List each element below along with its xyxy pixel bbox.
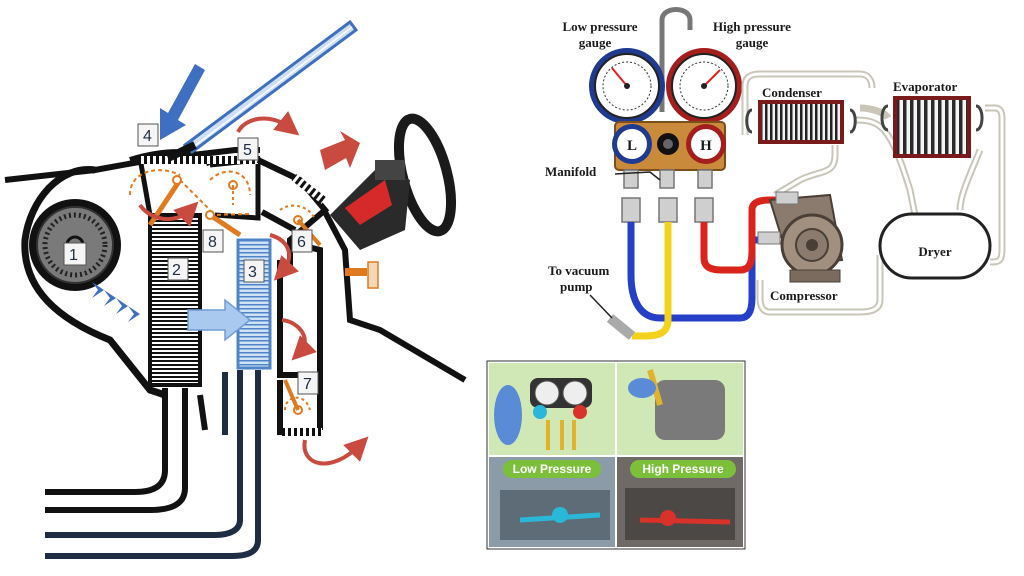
vent-grille-defrost xyxy=(291,174,327,204)
windshield-highlight xyxy=(191,26,353,149)
low-gauge-label-line2: gauge xyxy=(579,35,612,50)
airflow-chevrons xyxy=(92,282,140,322)
evaporator-label: Evaporator xyxy=(893,79,958,94)
defrost-arrow xyxy=(320,131,360,170)
low-knob-letter: L xyxy=(627,138,637,154)
fresh-air-arrow xyxy=(160,64,205,140)
high-side-hose xyxy=(700,196,778,274)
yellow-hose xyxy=(632,222,672,340)
evaporator-core xyxy=(236,238,272,370)
num-box-1 xyxy=(63,242,87,266)
num-5: 5 xyxy=(243,142,252,159)
num-box-2 xyxy=(167,257,189,281)
num-box-3 xyxy=(243,259,265,283)
column-hub xyxy=(375,160,405,180)
low-side-hose xyxy=(627,222,765,322)
blower-housing-outline xyxy=(21,166,167,399)
photo-panel: Low Pressure High Pressure xyxy=(486,360,746,550)
column-cover-red xyxy=(345,180,392,225)
num-1: 1 xyxy=(69,247,78,264)
duct-wall-a xyxy=(137,157,153,216)
num-7: 7 xyxy=(303,376,312,393)
windshield xyxy=(182,19,359,154)
dash-outline-lower xyxy=(322,210,467,383)
num-box-8 xyxy=(202,229,224,253)
vacuum-leader xyxy=(589,294,613,319)
high-gauge-label-line1: High pressure xyxy=(713,19,791,34)
cowl xyxy=(166,141,197,162)
vacuum-label-line1: To vacuum xyxy=(548,263,609,278)
stalk-knob xyxy=(367,261,379,289)
vacuum-fitting xyxy=(606,314,636,340)
num-box-7 xyxy=(297,371,319,395)
ac-lines xyxy=(45,370,261,559)
condenser-label: Condenser xyxy=(762,85,822,100)
airflow-arrow-blue xyxy=(187,298,252,342)
refrigerant-lines-highlight xyxy=(743,72,1004,314)
num-3: 3 xyxy=(248,264,257,281)
num-8: 8 xyxy=(208,234,217,251)
duct-wall-d xyxy=(260,209,297,233)
num-2: 2 xyxy=(172,262,181,279)
heater-hoses xyxy=(45,388,208,513)
num-box-6 xyxy=(291,229,313,253)
evaporator xyxy=(893,96,971,158)
blower-fins xyxy=(42,212,108,278)
low-pressure-tag-text: Low Pressure xyxy=(513,462,592,476)
low-pressure-tag xyxy=(503,460,601,478)
high-pressure-tag-text: High Pressure xyxy=(642,462,724,476)
stalk-switch xyxy=(345,268,367,276)
ac-service-diagram: L H xyxy=(545,7,1006,340)
num-box-4 xyxy=(137,123,159,147)
vent-grille-top xyxy=(140,156,260,164)
condenser xyxy=(758,100,844,144)
compressor xyxy=(757,191,844,283)
duct-wall-e xyxy=(277,260,300,378)
blend-doors xyxy=(129,169,322,415)
low-gauge-label-line1: Low pressure xyxy=(563,19,638,34)
high-pressure-tag xyxy=(630,460,736,478)
num-box-5 xyxy=(237,137,259,161)
dryer-label: Dryer xyxy=(918,244,951,259)
dryer xyxy=(878,212,992,280)
high-knob-letter: H xyxy=(700,138,712,154)
num-6: 6 xyxy=(297,234,306,251)
manifold-hook xyxy=(659,7,693,112)
manifold-fittings xyxy=(621,169,714,223)
num-4: 4 xyxy=(143,128,152,145)
hvac-diagram: 1 2 3 xyxy=(4,19,467,559)
high-gauge-label-line2: gauge xyxy=(736,35,769,50)
engine-part-icon xyxy=(655,380,725,440)
heater-core xyxy=(148,213,202,387)
vent-grille-floor xyxy=(282,428,322,436)
manifold-leader xyxy=(614,171,661,181)
gloved-hand-icon xyxy=(494,385,522,445)
compressor-label: Compressor xyxy=(770,288,838,303)
manifold-label: Manifold xyxy=(545,164,597,179)
vacuum-label-line2: pump xyxy=(560,279,593,294)
airflow-arrows-red xyxy=(138,111,369,466)
